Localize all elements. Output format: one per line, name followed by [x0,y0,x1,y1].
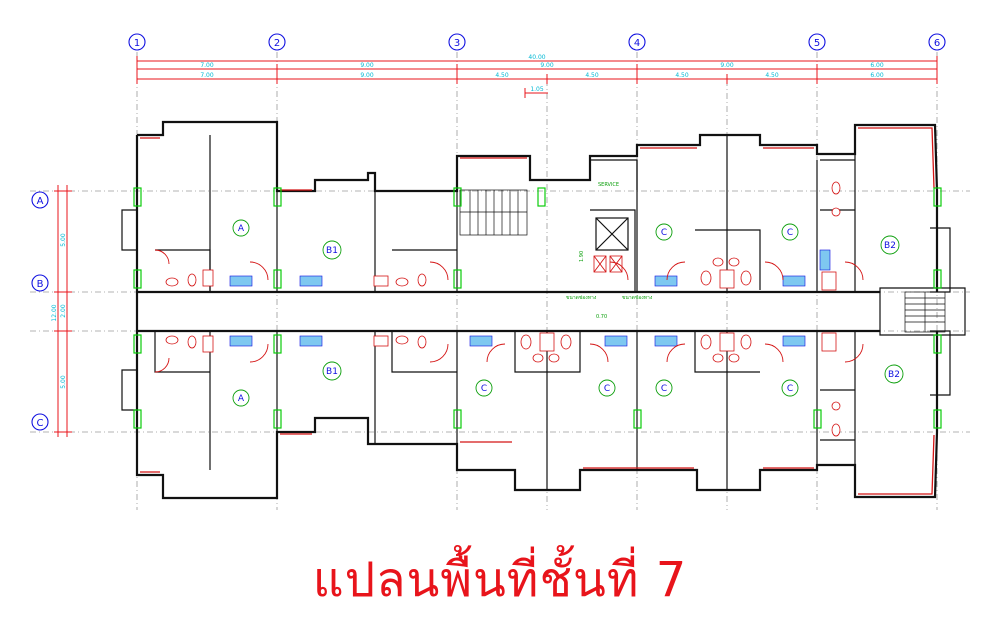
dim-sub-3: 4.50 [495,72,509,79]
dim-top-5: 6.00 [870,62,884,69]
grid-bubble-C [31,413,49,431]
room-label-c-top-2: C [787,228,793,238]
grid-label-B: B [37,279,44,290]
lift-core [593,217,629,273]
room-label-b1-top: B1 [326,246,338,256]
floor-plan: 1 2 3 4 5 6 A B C 40.00 7.00 9.00 9.00 9… [30,33,970,510]
grid-label-5: 5 [814,38,820,49]
dim-left-overall: 12.00 [51,304,58,321]
grid-label-3: 3 [454,38,460,49]
floor-plan-title: แปลนพื้นที่ชั้นที่ 7 [312,552,688,608]
column-grid-bubbles: 1 2 3 4 5 6 [128,33,946,51]
room-label-c-bottom-4: C [787,384,793,394]
grid-label-2: 2 [274,38,280,49]
dim-top-2: 9.00 [360,62,374,69]
dim-sub-7: 6.00 [870,72,884,79]
row-grid-bubbles: A B C [31,191,49,431]
top-dimensions: 40.00 7.00 9.00 9.00 9.00 6.00 7.00 9.00… [136,54,938,98]
grid-bubble-3 [448,33,466,51]
room-label-c-top-1: C [661,228,667,238]
annotations: SERVICE ขนาดช่องทาง ขนาดช่องทาง 0.70 1.9… [566,182,653,320]
annotation-small-c: 0.70 [596,314,607,320]
left-dimensions: 12.00 5.00 2.00 5.00 [51,185,72,437]
grid-bubble-5 [808,33,826,51]
grid-label-A: A [37,196,44,207]
annotation-small-d: 1.90 [579,251,585,262]
dim-sub-4: 4.50 [585,72,599,79]
grid-label-1: 1 [134,38,140,49]
grid-bubble-6 [928,33,946,51]
room-label-c-bottom-3: C [661,384,667,394]
grid-bubble-1 [128,33,146,51]
dim-top-4: 9.00 [720,62,734,69]
dim-overall: 40.00 [528,54,545,61]
grid-bubble-B [31,274,49,292]
bathroom-fixtures [165,181,841,437]
dim-left-1: 5.00 [60,233,67,247]
grid-bubble-2 [268,33,286,51]
dim-top-3: 9.00 [540,62,554,69]
stairs [459,189,946,333]
dim-small: 1.05 [530,86,544,93]
room-label-b2-bottom: B2 [888,370,900,380]
walls [121,120,966,500]
grid-bubble-A [31,191,49,209]
room-label-a-bottom: A [238,394,245,404]
dim-sub-5: 4.50 [675,72,689,79]
doors [154,249,864,373]
dim-left-2: 2.00 [60,304,67,318]
grid-label-4: 4 [634,38,640,49]
room-labels-top: A B1 C C B2 [232,219,900,260]
dim-left-3: 5.00 [60,375,67,389]
room-label-c-bottom-2: C [604,384,610,394]
annotation-small-a: ขนาดช่องทาง [566,295,597,301]
room-labels-bottom: A B1 C C C C B2 [232,361,904,407]
grid-label-C: C [37,418,44,429]
exterior-finish [140,127,935,495]
grid-bubble-4 [628,33,646,51]
dim-sub-2: 9.00 [360,72,374,79]
room-label-b2-top: B2 [884,241,896,251]
annotation-service: SERVICE [598,182,619,188]
dim-top-1: 7.00 [200,62,214,69]
annotation-small-b: ขนาดช่องทาง [622,295,653,301]
dim-sub-1: 7.00 [200,72,214,79]
grid-label-6: 6 [934,38,940,49]
room-label-b1-bottom: B1 [326,367,338,377]
corridor-windows [229,249,831,347]
dim-sub-6: 4.50 [765,72,779,79]
room-label-a-top: A [238,224,245,234]
columns [133,187,942,429]
room-label-c-bottom-1: C [481,384,487,394]
